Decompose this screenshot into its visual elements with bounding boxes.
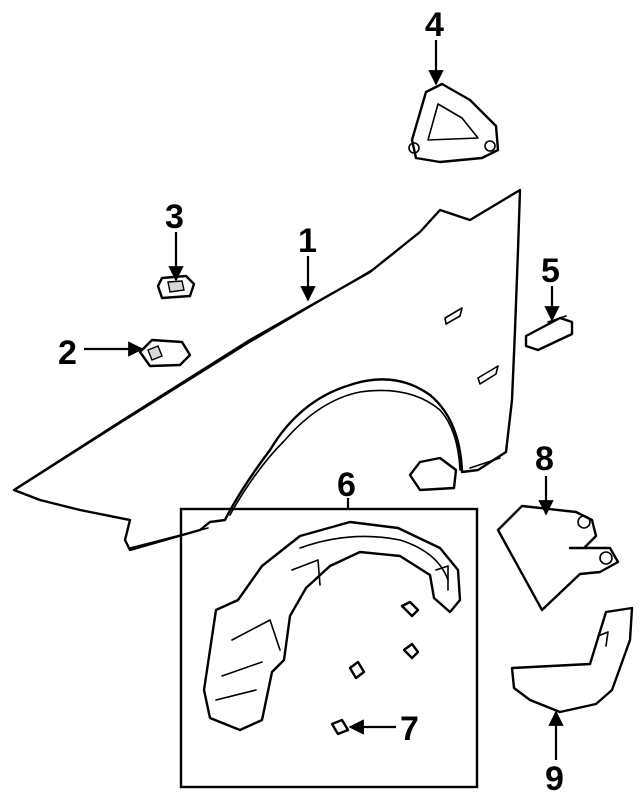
mud-flap-part[interactable] [496, 504, 620, 612]
callout-4: 4 [425, 6, 444, 44]
bracket-part[interactable] [138, 338, 192, 368]
callout-9: 9 [545, 760, 564, 798]
liner-group-box [179, 507, 479, 789]
fastener-parts[interactable] [330, 600, 420, 736]
triangle-bracket-part[interactable] [408, 82, 500, 164]
callout-1: 1 [298, 222, 317, 260]
callout-8: 8 [535, 440, 554, 478]
fender-part[interactable] [12, 188, 522, 552]
callout-6: 6 [337, 466, 356, 504]
callout-2: 2 [58, 334, 77, 372]
fender-liner-part[interactable] [202, 520, 462, 732]
splash-guard-part[interactable] [510, 606, 634, 714]
callout-5: 5 [541, 252, 560, 290]
side-marker-part[interactable] [524, 315, 574, 352]
callout-7: 7 [400, 710, 419, 748]
callout-3: 3 [165, 198, 184, 236]
